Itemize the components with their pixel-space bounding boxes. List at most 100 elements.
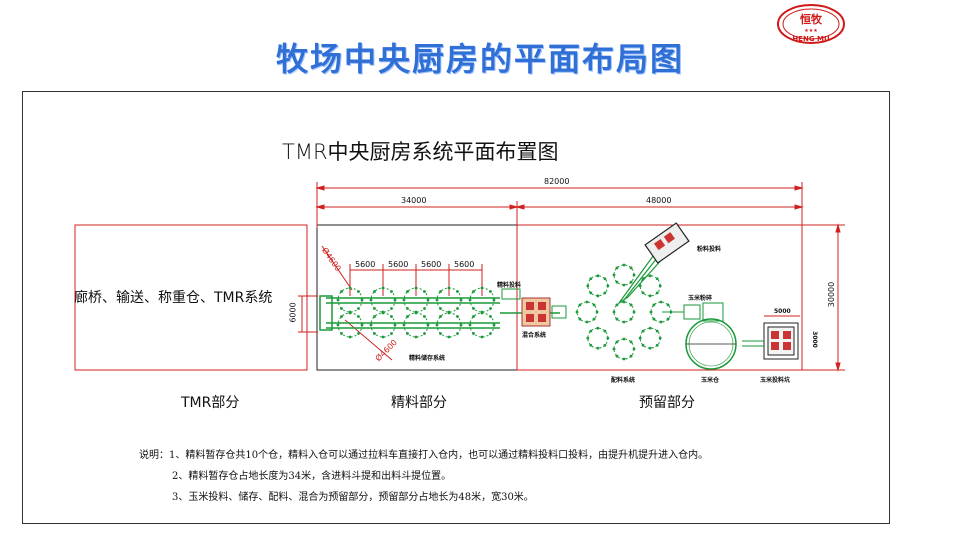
batching-bin-dot	[641, 343, 645, 347]
storage-bin-dot	[456, 315, 459, 318]
batching-bin-dot	[592, 303, 596, 307]
dim-bin-spacing-3: 5600	[421, 260, 442, 269]
dim-small-5000: 5000	[774, 308, 791, 315]
batching-bin-dot	[655, 343, 659, 347]
storage-bin-dot	[439, 307, 442, 310]
storage-bin-dot	[373, 315, 376, 318]
batching-bin-dot	[589, 343, 593, 347]
storage-bin-dot	[423, 315, 426, 318]
storage-bin-dot	[480, 311, 484, 315]
storage-bin-dot	[357, 307, 360, 310]
batching-center-bin-dot	[622, 320, 626, 324]
batching-center-bin-dot	[629, 303, 633, 307]
dim-bin-spacing-4: 5600	[454, 260, 475, 269]
storage-bin-dot	[489, 290, 492, 293]
logo-stars: ★★★	[804, 28, 818, 34]
label-mixing-system: 混合系统	[522, 332, 547, 339]
batching-bin-dot	[622, 283, 626, 287]
batching-bin-dot	[603, 291, 607, 295]
slide-title: 牧场中央厨房的平面布局图	[275, 40, 684, 78]
storage-bin-dot	[381, 311, 385, 315]
batching-bin-dot	[596, 346, 600, 350]
label-concentrate-feeding: 精料投料	[497, 282, 522, 289]
storage-bin-dot	[426, 298, 430, 302]
batching-system	[575, 263, 673, 361]
company-logo: 恒牧 ★★★ HENG MU	[777, 4, 845, 44]
storage-bin-dot	[357, 290, 360, 293]
storage-bin-dot	[480, 335, 484, 339]
storage-bin-dot	[360, 323, 364, 327]
batching-bin-dot	[606, 336, 610, 340]
storage-bin-dot	[480, 286, 484, 290]
label-concentrate-storage: 精料储存系统	[409, 355, 446, 362]
tmr-section-box	[74, 224, 308, 371]
top-dimensions	[298, 182, 845, 372]
storage-bin-dot	[489, 332, 492, 335]
storage-bin-dot	[423, 307, 426, 310]
storage-bin-dot	[381, 286, 385, 290]
label-powder-feeding: 粉料投料	[697, 246, 722, 253]
batching-bin-dot	[575, 310, 579, 314]
storage-bin-dot	[390, 332, 393, 335]
storage-bin-dot	[423, 332, 426, 335]
storage-bin-dot	[439, 315, 442, 318]
batching-bin-dot	[629, 280, 633, 284]
storage-bin-dot	[373, 307, 376, 310]
batching-bin-dot	[638, 336, 642, 340]
dim-total: 82000	[544, 177, 570, 186]
batching-bin-dot	[666, 303, 670, 307]
dim-right: 48000	[646, 196, 672, 205]
dim-bin-spacing-1: 5600	[355, 260, 376, 269]
storage-bin-dot	[459, 323, 463, 327]
label-corn-bin: 玉米仓	[701, 377, 720, 384]
batching-bin-dot	[641, 291, 645, 295]
storage-bin-dot	[423, 290, 426, 293]
batching-center-bin-dot	[629, 317, 633, 321]
storage-bin-dot	[406, 290, 409, 293]
batching-center-bin-dot	[622, 300, 626, 304]
batching-bin-dot	[622, 337, 626, 341]
concentrate-storage-bins	[336, 286, 496, 339]
batching-bin-dot	[596, 326, 600, 330]
storage-bin-dot	[472, 332, 475, 335]
batching-bin-dot	[622, 263, 626, 267]
storage-bin-dot	[340, 332, 343, 335]
storage-bin-dot	[468, 323, 472, 327]
storage-bin-dot	[489, 307, 492, 310]
batching-bin-dot	[632, 273, 636, 277]
storage-bin-dot	[336, 298, 340, 302]
batching-bin-dot	[615, 340, 619, 344]
mixing-equipment	[501, 288, 567, 327]
label-corn-feeding: 玉米投料坑	[760, 377, 791, 384]
batching-bin-dot	[578, 317, 582, 321]
dim-left: 34000	[401, 196, 427, 205]
drawing-frame	[22, 91, 890, 524]
batching-bin-dot	[589, 329, 593, 333]
batching-bin-dot	[603, 277, 607, 281]
storage-bin-dot	[336, 323, 340, 327]
batching-bin-dot	[659, 320, 663, 324]
storage-bin-dot	[340, 290, 343, 293]
corn-feeding-pit	[742, 315, 800, 360]
storage-bin-dot	[390, 315, 393, 318]
tmr-box-label: 廊桥、输送、称重仓、TMR系统	[74, 290, 273, 306]
storage-bin-dot	[402, 298, 406, 302]
batching-center-bin-dot	[615, 303, 619, 307]
batching-bin-dot	[655, 329, 659, 333]
dim-height: 30000	[827, 281, 837, 308]
batching-bin-dot	[655, 291, 659, 295]
storage-bin-dot	[439, 332, 442, 335]
section-label-tmr: TMR部分	[181, 395, 240, 411]
batching-bin-dot	[649, 310, 653, 314]
storage-bin-dot	[435, 323, 439, 327]
batching-bin-dot	[606, 284, 610, 288]
storage-bin-dot	[439, 290, 442, 293]
storage-bin-dot	[390, 290, 393, 293]
storage-bin-dot	[459, 298, 463, 302]
storage-bin-dot	[456, 307, 459, 310]
storage-bin-dot	[447, 311, 451, 315]
batching-bin-dot	[648, 274, 652, 278]
storage-bin-dot	[468, 298, 472, 302]
dim-small-side: 3000	[810, 331, 818, 348]
